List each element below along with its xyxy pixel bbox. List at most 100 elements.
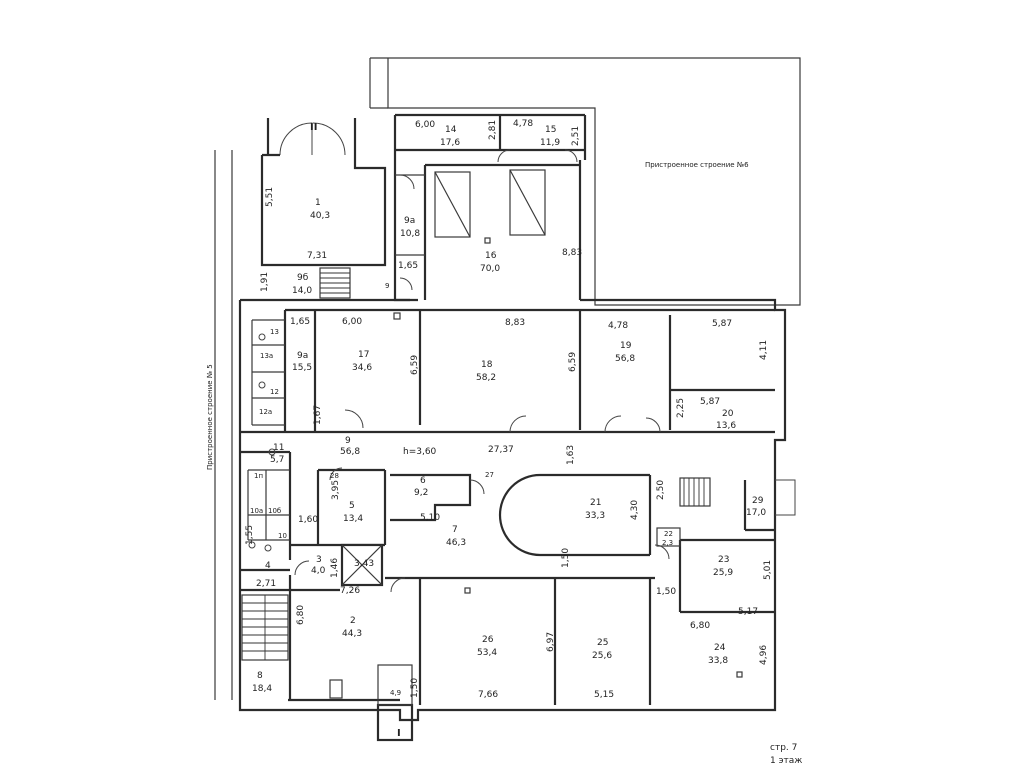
svg-text:19: 19 bbox=[620, 341, 632, 351]
svg-text:10,8: 10,8 bbox=[400, 229, 420, 239]
svg-text:4,78: 4,78 bbox=[513, 119, 533, 129]
dimensions: 6,00 2,81 4,78 2,51 5,51 7,31 1,91 1,65 … bbox=[245, 119, 773, 700]
svg-text:4,9: 4,9 bbox=[390, 689, 401, 697]
svg-text:1,50: 1,50 bbox=[656, 587, 676, 597]
svg-text:5: 5 bbox=[349, 501, 355, 511]
svg-text:1,65: 1,65 bbox=[398, 261, 418, 271]
svg-text:12: 12 bbox=[270, 388, 279, 396]
svg-text:2,3: 2,3 bbox=[662, 539, 673, 547]
svg-text:11: 11 bbox=[273, 443, 284, 453]
svg-text:33,3: 33,3 bbox=[585, 511, 605, 521]
stairs-top bbox=[319, 267, 351, 299]
doors bbox=[294, 149, 796, 593]
svg-text:15: 15 bbox=[545, 125, 556, 135]
svg-text:8,83: 8,83 bbox=[505, 318, 525, 328]
svg-text:3,43: 3,43 bbox=[354, 559, 374, 569]
svg-text:33,8: 33,8 bbox=[708, 656, 728, 666]
svg-text:27: 27 bbox=[485, 471, 494, 479]
interior-walls bbox=[240, 308, 775, 742]
svg-text:1,91: 1,91 bbox=[260, 272, 270, 292]
svg-text:70,0: 70,0 bbox=[480, 264, 500, 274]
svg-text:2,81: 2,81 bbox=[488, 120, 498, 140]
svg-text:4,30: 4,30 bbox=[630, 500, 640, 520]
room-22: 222,3 bbox=[662, 530, 673, 547]
svg-text:1,67: 1,67 bbox=[313, 405, 323, 425]
svg-text:9б: 9б bbox=[297, 273, 309, 283]
room-16: 16 70,0 bbox=[480, 251, 500, 274]
svg-text:4,11: 4,11 bbox=[759, 340, 769, 360]
room-8: 818,4 bbox=[252, 671, 272, 694]
svg-text:5,87: 5,87 bbox=[700, 397, 720, 407]
room-labels: 140,3 244,3 34,0 4 513,4 69,2 746,3 818,… bbox=[252, 125, 766, 694]
svg-text:15,5: 15,5 bbox=[292, 363, 312, 373]
stairs-left bbox=[241, 594, 289, 661]
svg-text:6,59: 6,59 bbox=[410, 355, 420, 375]
svg-text:5,51: 5,51 bbox=[265, 187, 275, 207]
small-room-labels: 13 13а 12 12а 1п 10а 10б 10 28 27 9 4,9 bbox=[250, 282, 494, 697]
svg-text:8: 8 bbox=[257, 671, 263, 681]
svg-text:5,01: 5,01 bbox=[763, 560, 773, 580]
svg-text:4,0: 4,0 bbox=[311, 566, 326, 576]
svg-text:53,4: 53,4 bbox=[477, 648, 497, 658]
page-label: стр. 7 bbox=[770, 743, 797, 753]
svg-text:34,6: 34,6 bbox=[352, 363, 372, 373]
svg-text:6,80: 6,80 bbox=[296, 605, 306, 625]
svg-text:12а: 12а bbox=[259, 408, 272, 416]
svg-text:9: 9 bbox=[345, 436, 351, 446]
entrance-i-label: I bbox=[397, 728, 401, 739]
svg-text:6,97: 6,97 bbox=[546, 632, 556, 652]
room-11: 115,7 bbox=[270, 443, 284, 465]
svg-text:5,87: 5,87 bbox=[712, 319, 732, 329]
svg-text:13: 13 bbox=[270, 328, 279, 336]
svg-text:9а: 9а bbox=[404, 216, 415, 226]
stairs-right bbox=[679, 477, 711, 507]
svg-text:7,26: 7,26 bbox=[340, 586, 360, 596]
svg-text:5,17: 5,17 bbox=[738, 607, 758, 617]
fixtures bbox=[248, 237, 743, 699]
svg-text:5,7: 5,7 bbox=[270, 455, 284, 465]
svg-text:44,3: 44,3 bbox=[342, 629, 362, 639]
floor-label: 1 этаж bbox=[770, 756, 802, 766]
svg-text:1,60: 1,60 bbox=[298, 515, 318, 525]
room-4: 4 bbox=[265, 561, 271, 571]
svg-text:h=3,60: h=3,60 bbox=[403, 447, 437, 457]
svg-text:23: 23 bbox=[718, 555, 729, 565]
svg-text:2,50: 2,50 bbox=[656, 480, 666, 500]
svg-text:1,63: 1,63 bbox=[566, 445, 576, 465]
svg-text:56,8: 56,8 bbox=[340, 447, 360, 457]
svg-text:16: 16 bbox=[485, 251, 497, 261]
svg-text:7,31: 7,31 bbox=[307, 251, 327, 261]
svg-text:13,6: 13,6 bbox=[716, 421, 736, 431]
svg-text:29: 29 bbox=[752, 496, 764, 506]
room-9a-top: 9а 10,8 bbox=[400, 216, 420, 239]
svg-text:7,66: 7,66 bbox=[478, 690, 498, 700]
room-21: 21 33,3 bbox=[585, 498, 605, 521]
adjacent-building-top: Пристроенное строение №6 bbox=[369, 57, 801, 306]
svg-text:8,83: 8,83 bbox=[562, 248, 582, 258]
svg-text:4: 4 bbox=[265, 561, 271, 571]
entrance-ii: II bbox=[266, 118, 357, 156]
svg-text:22: 22 bbox=[664, 530, 673, 538]
svg-text:14: 14 bbox=[445, 125, 457, 135]
svg-text:21: 21 bbox=[590, 498, 601, 508]
svg-text:3,95: 3,95 bbox=[331, 480, 341, 500]
svg-text:46,3: 46,3 bbox=[446, 538, 466, 548]
svg-text:13,4: 13,4 bbox=[343, 514, 363, 524]
svg-text:1,50: 1,50 bbox=[561, 548, 571, 568]
svg-text:56,8: 56,8 bbox=[615, 354, 635, 364]
svg-text:2: 2 bbox=[350, 616, 356, 626]
svg-text:6,80: 6,80 bbox=[690, 621, 710, 631]
svg-text:2,51: 2,51 bbox=[571, 126, 581, 146]
room-5: 513,4 bbox=[343, 501, 363, 524]
svg-text:1,46: 1,46 bbox=[330, 558, 340, 578]
svg-text:27,37: 27,37 bbox=[488, 445, 514, 455]
